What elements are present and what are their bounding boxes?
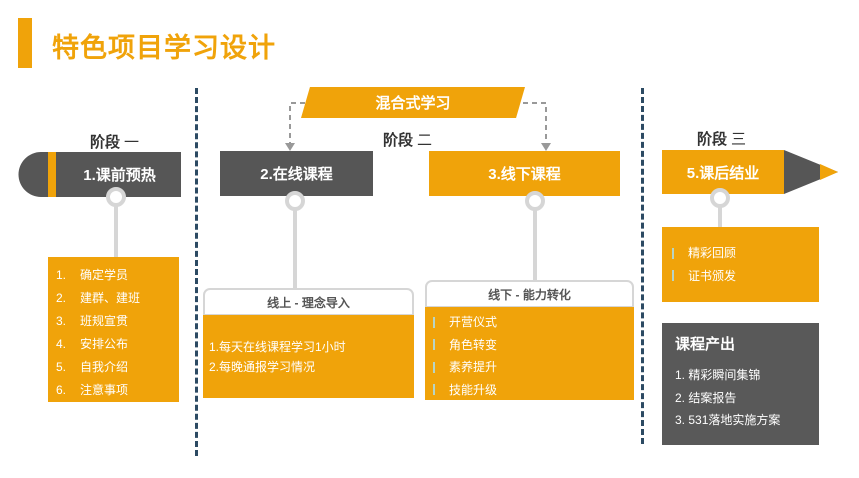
list-item: 2.建群、建班 — [56, 291, 141, 305]
online-content-box: 1.每天在线课程学习1小时 2.每晚通报学习情况 — [203, 315, 414, 398]
list-item: 2. 结案报告 — [675, 390, 737, 405]
list-item: 证书颁发 — [672, 265, 819, 288]
connector-node-2 — [285, 191, 305, 211]
list-item: 3.班规宣贯 — [56, 314, 129, 328]
stage-divider-2 — [641, 88, 644, 444]
pre-course-list-box: 1.确定学员 2.建群、建班 3.班规宣贯 4.安排公布 5.自我介绍 6.注意… — [48, 257, 179, 402]
stage-divider-1 — [195, 88, 198, 456]
list-item: 2.每晚通报学习情况 — [209, 360, 316, 374]
step1-shape — [18, 152, 181, 197]
list-item: 3. 531落地实施方案 — [675, 413, 781, 427]
offline-list: 开营仪式 角色转变 素养提升 技能升级 — [433, 311, 634, 401]
stage-two-label: 阶段二 — [383, 132, 433, 149]
list-item: 1. 精彩瞬间集锦 — [675, 368, 761, 382]
offline-content-box: 开营仪式 角色转变 素养提升 技能升级 — [425, 307, 634, 400]
pre-course-list: 1.确定学员 2.建群、建班 3.班规宣贯 4.安排公布 5.自我介绍 6.注意… — [56, 264, 179, 402]
list-item: 1.确定学员 — [56, 268, 129, 282]
connector-stem-5 — [718, 205, 722, 230]
list-item: 5.自我介绍 — [56, 360, 129, 374]
connector-stem-1 — [114, 206, 118, 258]
step3-offline-course: 3.线下课程 — [429, 151, 620, 196]
post-course-list: 精彩回顾 证书颁发 — [672, 242, 819, 287]
step1-pre-course: 1.课前预热 — [83, 167, 156, 184]
list-item: 6.注意事项 — [56, 383, 129, 397]
stage-three-label: 阶段三 — [697, 131, 747, 148]
title-accent-bar — [18, 18, 32, 68]
online-tag: 线上 - 理念导入 — [203, 288, 414, 316]
connector-node-5 — [710, 188, 730, 208]
step5-shape — [662, 150, 838, 194]
mixed-learning-banner: 混合式学习 — [301, 87, 525, 118]
page-title: 特色项目学习设计 — [52, 33, 276, 63]
course-output-box: 课程产出 1. 精彩瞬间集锦 2. 结案报告 3. 531落地实施方案 — [662, 323, 819, 445]
list-item: 素养提升 — [433, 356, 634, 379]
list-item: 精彩回顾 — [672, 242, 819, 265]
list-item: 角色转变 — [433, 334, 634, 357]
list-item: 4.安排公布 — [56, 337, 129, 351]
course-output-title: 课程产出 — [675, 336, 736, 353]
list-item: 技能升级 — [433, 379, 634, 402]
offline-tag: 线下 - 能力转化 — [425, 280, 634, 308]
connector-node-1 — [106, 187, 126, 207]
list-item: 1.每天在线课程学习1小时 — [209, 340, 346, 354]
list-item: 开营仪式 — [433, 311, 634, 334]
connector-stem-2 — [293, 209, 297, 289]
banner-connector-arrows — [285, 102, 551, 151]
post-course-box: 精彩回顾 证书颁发 — [662, 227, 819, 302]
step5-completion: 5.课后结业 — [686, 164, 760, 182]
stage-one-label: 阶段一 — [90, 134, 140, 151]
connector-stem-3 — [533, 209, 537, 281]
connector-node-3 — [525, 191, 545, 211]
step2-online-course: 2.在线课程 — [220, 151, 373, 196]
